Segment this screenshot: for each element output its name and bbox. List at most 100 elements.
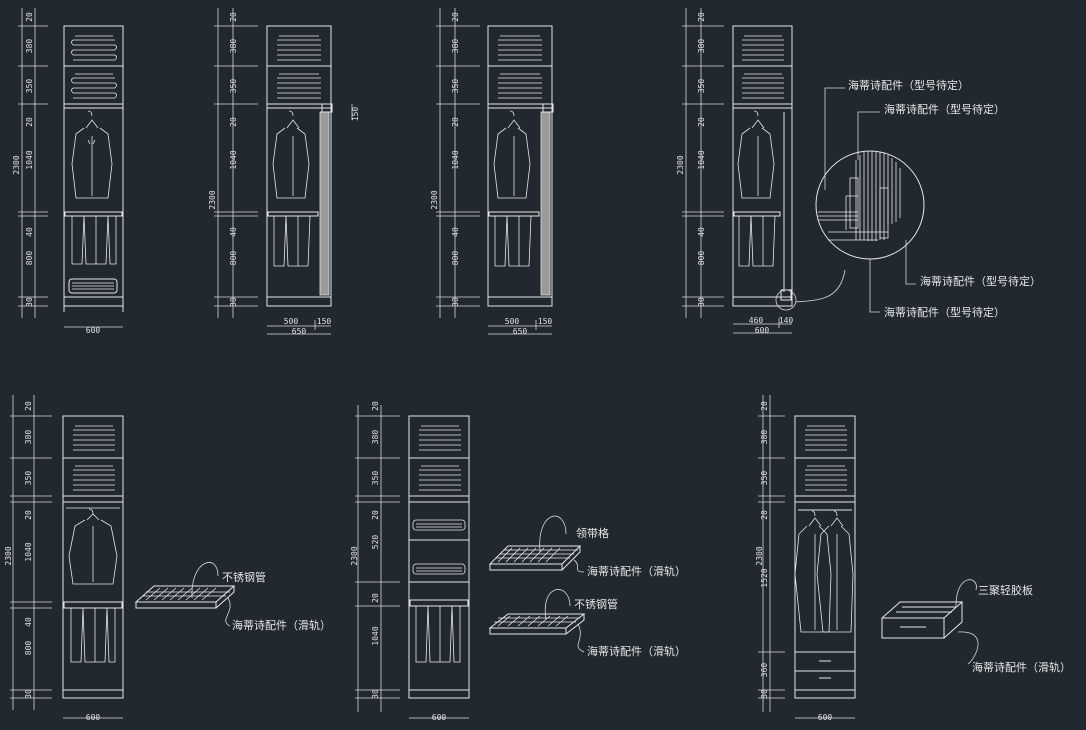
dim-text: 600 [86, 326, 101, 335]
dim-text: 40 [229, 227, 238, 237]
dim-text: 1520 [760, 568, 769, 587]
label-accessory-3: 海蒂诗配件（型号待定） [920, 274, 1041, 288]
dim-text: 20 [451, 12, 460, 22]
detail-callout-circle [815, 150, 925, 260]
dim-text-total: 2300 [4, 546, 13, 565]
dim-text: 380 [697, 39, 706, 54]
dim-text: 20 [760, 401, 769, 411]
dim-text: 460 [749, 316, 764, 325]
tray-illustration [134, 585, 236, 609]
dim-text: 30 [697, 297, 706, 307]
dim-text-total: 2300 [430, 190, 439, 209]
dim-text: 650 [513, 327, 528, 336]
label-accessory-4: 海蒂诗配件（型号待定） [884, 305, 1005, 319]
drawer-illustration [881, 601, 964, 639]
label-slide-rail: 海蒂诗配件（滑轨） [587, 644, 686, 658]
dim-text: 360 [760, 663, 769, 678]
dim-text: 20 [697, 12, 706, 22]
dim-text: 600 [818, 713, 833, 722]
label-stainless-tube: 不锈钢管 [222, 570, 266, 584]
dim-text: 500 [284, 317, 299, 326]
dim-text: 380 [371, 430, 380, 445]
dim-text: 1040 [229, 150, 238, 169]
dim-text: 380 [25, 39, 34, 54]
dim-text-total: 2300 [755, 546, 764, 565]
dim-text: 150 [538, 317, 553, 326]
dim-text: 30 [371, 689, 380, 699]
tie-rack-illustration [488, 545, 582, 571]
dim-text: 20 [25, 12, 34, 22]
dim-text: 20 [760, 510, 769, 520]
elevation-6: 20 380 350 20 520 20 1040 30 2300 领带格 海蒂… [350, 401, 686, 722]
dim-text: 40 [697, 227, 706, 237]
dim-text: 40 [451, 227, 460, 237]
dim-text: 1040 [697, 150, 706, 169]
dim-text: 30 [229, 297, 238, 307]
dim-text: 650 [292, 327, 307, 336]
elevation-7: 20 380 350 20 1520 360 30 2300 [755, 395, 1071, 722]
dim-text: 800 [697, 251, 706, 266]
dim-text: 20 [451, 117, 460, 127]
dim-text: 380 [24, 430, 33, 445]
dim-text: 30 [451, 297, 460, 307]
dim-text: 350 [229, 79, 238, 94]
dim-text: 30 [24, 689, 33, 699]
elevation-5: 20 380 350 20 1040 40 800 30 2300 不锈钢管 海… [4, 395, 331, 722]
label-accessory-2: 海蒂诗配件（型号待定） [884, 102, 1005, 116]
dim-text: 350 [760, 471, 769, 486]
dim-text: 140 [779, 316, 794, 325]
dim-text: 350 [451, 79, 460, 94]
dim-text-total: 2300 [350, 546, 359, 565]
dim-text: 1040 [25, 150, 34, 169]
dim-text: 1040 [24, 542, 33, 561]
dim-text-total: 2300 [208, 190, 217, 209]
dim-text: 40 [24, 617, 33, 627]
dim-text: 30 [760, 689, 769, 699]
elevation-1: 20 380 350 20 1040 40 800 30 2300 600 [12, 8, 124, 335]
dim-text: 20 [25, 117, 34, 127]
dim-text: 1040 [371, 626, 380, 645]
dim-text: 600 [755, 326, 770, 335]
dim-text: 800 [229, 251, 238, 266]
label-slide-rail: 海蒂诗配件（滑轨） [972, 660, 1071, 674]
elevation-3: 20 380 350 20 1040 40 800 30 2300 500 15… [430, 8, 554, 336]
dim-text: 150 [317, 317, 332, 326]
dim-text: 380 [451, 39, 460, 54]
dim-text-total: 2300 [676, 155, 685, 174]
label-accessory-1: 海蒂诗配件（型号待定） [848, 78, 969, 92]
dim-text: 600 [86, 713, 101, 722]
dim-text: 20 [24, 401, 33, 411]
dim-text: 800 [451, 251, 460, 266]
dim-text: 350 [25, 79, 34, 94]
dim-text: 380 [229, 39, 238, 54]
elevation-4: 20 380 350 20 1040 40 800 30 2300 [676, 8, 1041, 335]
label-stainless-tube: 不锈钢管 [574, 597, 618, 611]
label-tie-rack: 领带格 [576, 526, 609, 540]
dim-text: 40 [25, 227, 34, 237]
dim-text: 150 [351, 107, 360, 122]
dim-text: 350 [24, 471, 33, 486]
dim-text: 600 [432, 713, 447, 722]
label-slide-rail: 海蒂诗配件（滑轨） [587, 564, 686, 578]
tray-illustration [488, 613, 586, 635]
dim-text: 800 [25, 251, 34, 266]
dim-text: 20 [371, 401, 380, 411]
dim-text: 500 [505, 317, 520, 326]
dim-text: 30 [25, 297, 34, 307]
dim-text: 520 [371, 535, 380, 550]
elevation-2: 20 380 350 20 1040 40 800 30 2300 150 50… [208, 8, 360, 336]
dim-text: 20 [697, 117, 706, 127]
dim-text: 20 [229, 12, 238, 22]
dim-text: 380 [760, 430, 769, 445]
label-abs-board: 三聚轻胶板 [978, 583, 1033, 597]
dim-text: 20 [229, 117, 238, 127]
dim-text: 350 [371, 471, 380, 486]
dim-text: 800 [24, 641, 33, 656]
label-slide-rail: 海蒂诗配件（滑轨） [232, 618, 331, 632]
dim-text: 20 [371, 593, 380, 603]
dim-text-total: 2300 [12, 155, 21, 174]
dim-text: 1040 [451, 150, 460, 169]
dim-text: 20 [24, 510, 33, 520]
dim-text: 350 [697, 79, 706, 94]
